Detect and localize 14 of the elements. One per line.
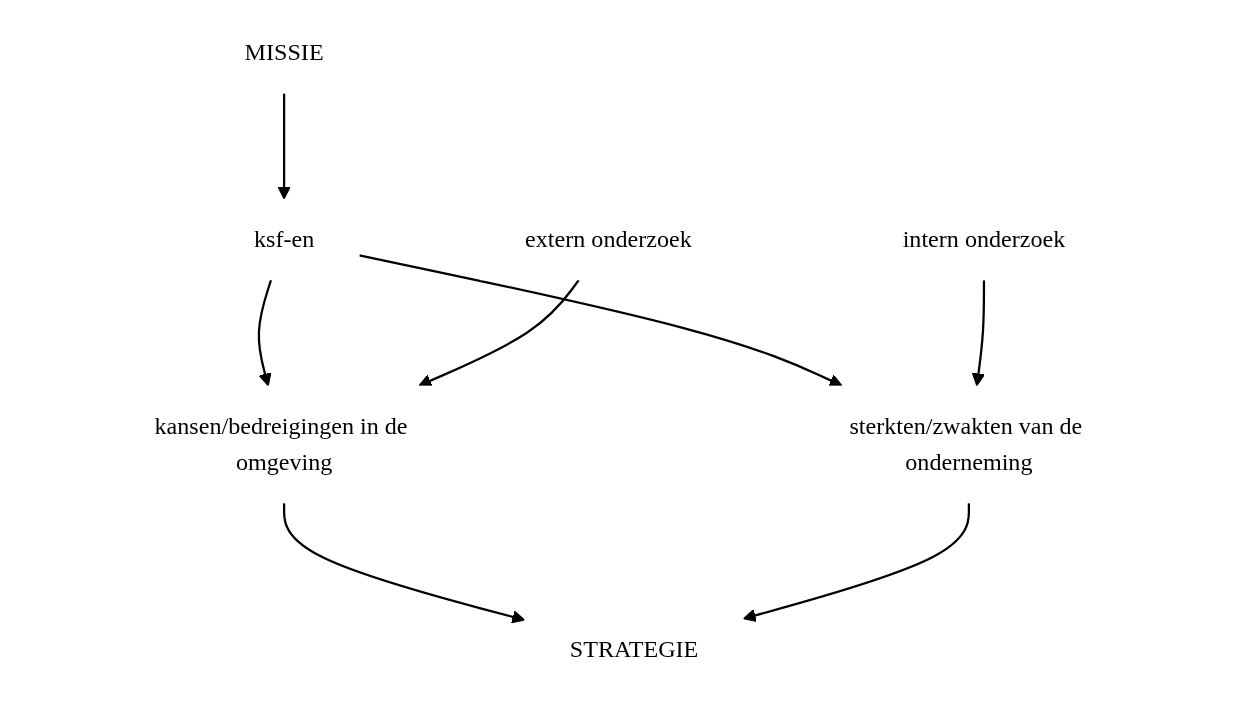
node-text: ksf-en xyxy=(253,225,315,252)
arrow xyxy=(359,254,843,387)
arrow xyxy=(418,279,580,387)
arrow xyxy=(971,280,986,387)
node-text: intern onderzoek xyxy=(902,225,1066,252)
node-text: MISSIE xyxy=(244,39,324,65)
node-text: STRATEGIE xyxy=(569,635,699,662)
node-text: extern onderzoek xyxy=(525,225,692,252)
node-text: kansen/bedreigingen in de omgeving xyxy=(154,412,408,475)
arrow xyxy=(277,93,291,200)
node-text: sterkten/zwakten van de onderneming xyxy=(849,412,1083,475)
arrow xyxy=(282,503,526,624)
arrow xyxy=(742,503,971,622)
arrow xyxy=(257,279,273,387)
